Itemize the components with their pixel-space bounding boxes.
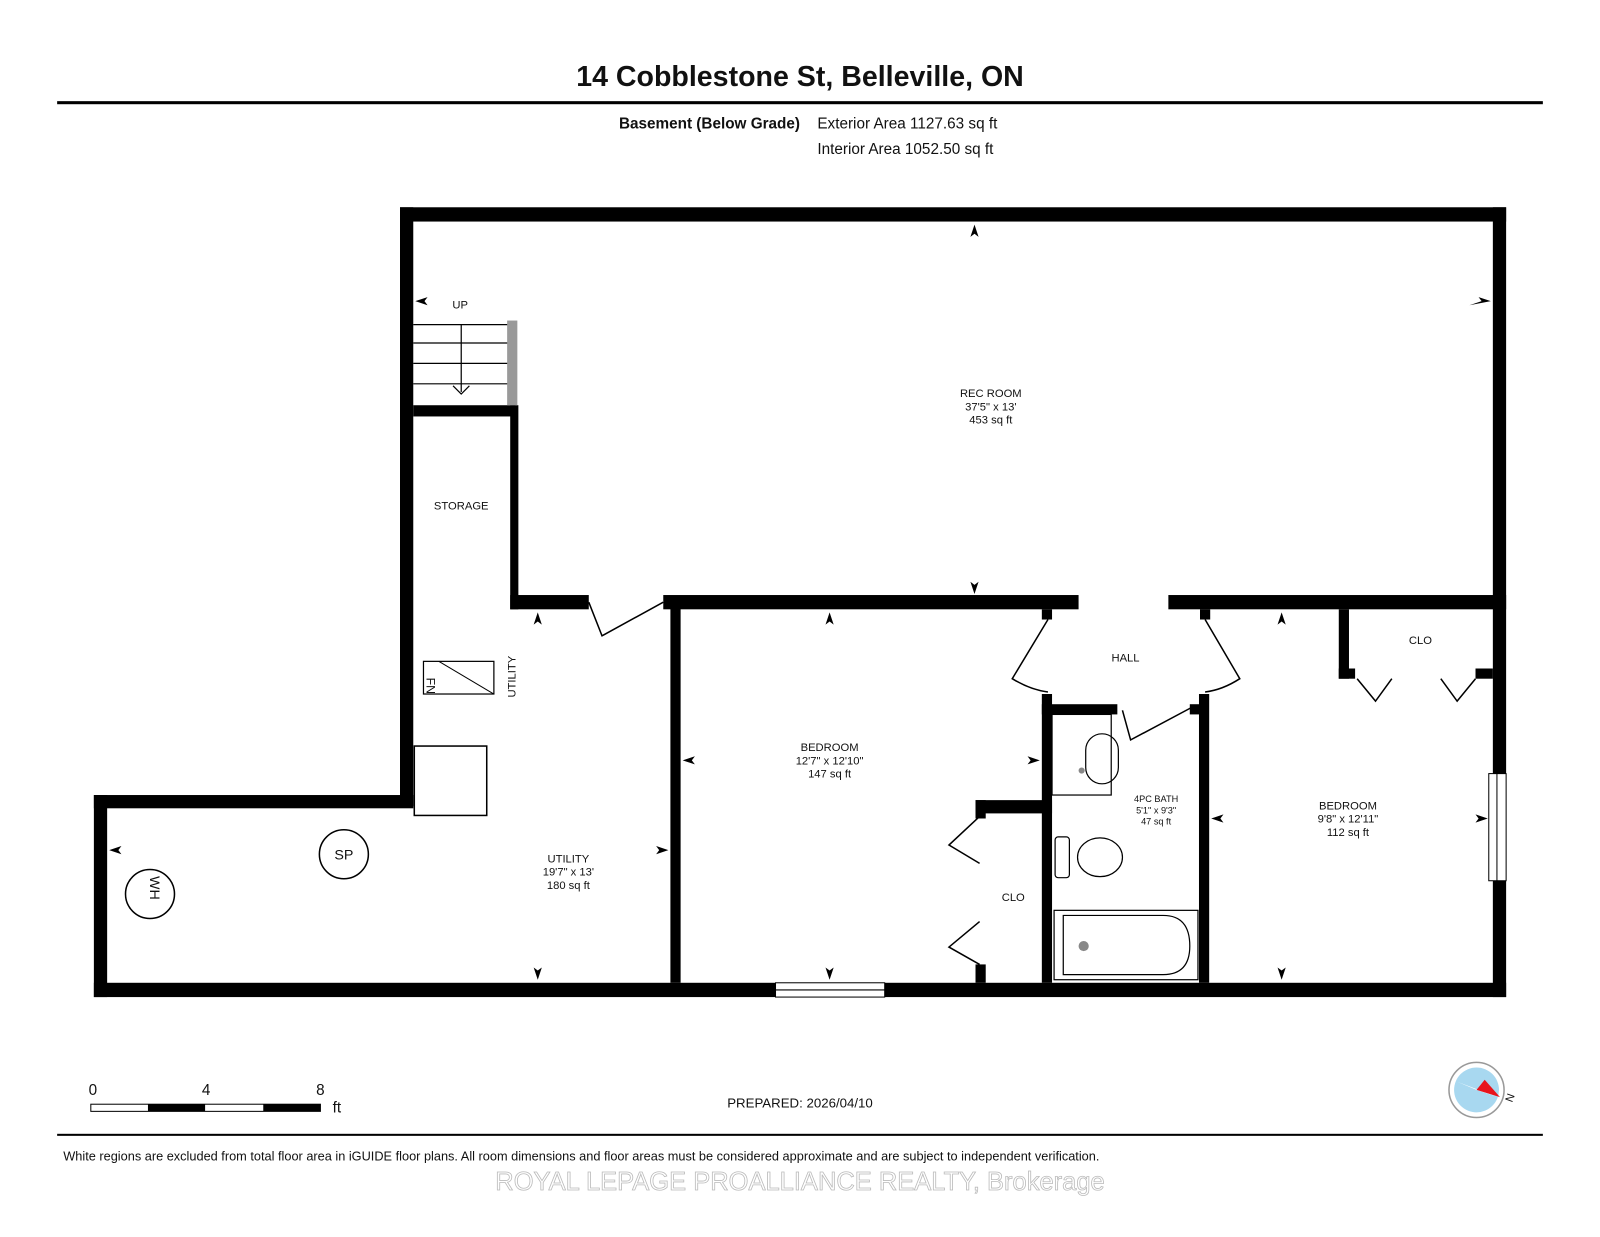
svg-text:REC ROOM: REC ROOM [960, 388, 1022, 400]
svg-text:37'5" x 13': 37'5" x 13' [965, 401, 1016, 413]
svg-text:453 sq ft: 453 sq ft [969, 415, 1013, 427]
scale-bar: 0 4 8 ft [89, 1082, 342, 1116]
svg-text:147 sq ft: 147 sq ft [808, 769, 852, 781]
stairs [413, 320, 518, 406]
room-bath: 4PC BATH 5'1" x 9'3" 47 sq ft [1134, 794, 1178, 826]
svg-text:UTILITY: UTILITY [547, 853, 589, 865]
bath-fixtures [1051, 713, 1199, 981]
svg-text:9'8" x 12'11": 9'8" x 12'11" [1318, 814, 1379, 826]
svg-text:WH: WH [146, 876, 162, 900]
appliance [413, 745, 488, 817]
room-hall: HALL [1111, 652, 1139, 664]
doors [588, 601, 1477, 966]
compass-icon: N [1448, 1061, 1518, 1119]
svg-text:112 sq ft: 112 sq ft [1327, 827, 1370, 839]
room-bedroom-1: BEDROOM 12'7" x 12'10" 147 sq ft [796, 742, 864, 781]
stairs-up-label: UP [452, 299, 468, 311]
measurement-arrows [109, 224, 1491, 980]
watermark: ROYAL LEPAGE PROALLIANCE REALTY, Brokera… [495, 1168, 1104, 1196]
water-heater-icon: WH [124, 868, 176, 920]
svg-text:ft: ft [333, 1099, 342, 1116]
room-utility-label: UTILITY [506, 655, 518, 697]
svg-text:19'7" x 13': 19'7" x 13' [543, 867, 594, 879]
svg-text:FN: FN [424, 678, 438, 694]
interior-area: Interior Area 1052.50 sq ft [817, 141, 994, 158]
sump-pump-icon: SP [318, 828, 370, 880]
svg-text:0: 0 [89, 1082, 98, 1099]
svg-text:4: 4 [202, 1082, 211, 1099]
room-utility: UTILITY 19'7" x 13' 180 sq ft [543, 853, 594, 892]
walls [93, 207, 1507, 998]
prepared-date: PREPARED: 2026/04/10 [727, 1095, 873, 1110]
svg-text:8: 8 [316, 1082, 325, 1099]
svg-text:5'1" x 9'3": 5'1" x 9'3" [1136, 805, 1176, 815]
svg-text:180 sq ft: 180 sq ft [547, 880, 591, 892]
title-rule [57, 101, 1543, 105]
disclaimer: White regions are excluded from total fl… [63, 1148, 1099, 1163]
room-rec-room: REC ROOM 37'5" x 13' 453 sq ft [960, 388, 1022, 427]
svg-text:SP: SP [334, 847, 353, 863]
svg-text:BEDROOM: BEDROOM [801, 742, 859, 754]
footer-rule [57, 1133, 1543, 1136]
room-closet-2: CLO [1409, 635, 1432, 647]
svg-text:4PC BATH: 4PC BATH [1134, 794, 1178, 804]
svg-text:47 sq ft: 47 sq ft [1141, 817, 1172, 827]
level-name: Basement (Below Grade) [619, 116, 800, 133]
exterior-area: Exterior Area 1127.63 sq ft [817, 116, 998, 133]
furnace-icon: FN [422, 660, 495, 695]
room-storage: STORAGE [434, 500, 489, 512]
svg-text:12'7" x 12'10": 12'7" x 12'10" [796, 755, 864, 767]
svg-text:BEDROOM: BEDROOM [1319, 800, 1377, 812]
room-bedroom-2: BEDROOM 9'8" x 12'11" 112 sq ft [1318, 800, 1379, 839]
room-closet-1: CLO [1002, 892, 1025, 904]
svg-text:N: N [1504, 1092, 1518, 1104]
page-title: 14 Cobblestone St, Belleville, ON [576, 61, 1024, 93]
windows [775, 773, 1507, 998]
